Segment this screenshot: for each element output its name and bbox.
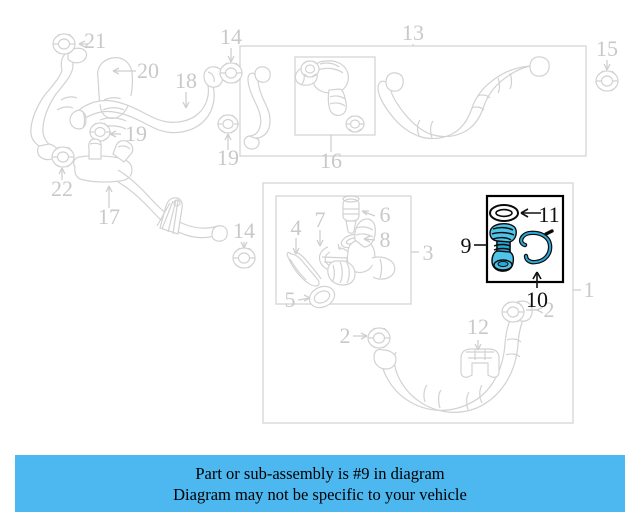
callout-17: 17 [98,204,120,229]
callout-2-left: 2 [340,323,351,348]
hose-clamp-14-top [219,62,243,84]
hose-clamp-21 [52,33,76,55]
highlight-leader-lines [474,208,542,288]
lower-hose-assembly [373,300,533,413]
hose-assembly-20 [30,47,88,161]
callout-1: 1 [584,277,595,302]
hose-clamp-22 [51,146,75,168]
retaining-bracket-12 [460,348,500,378]
leader-lines [58,40,611,351]
callout-13: 13 [402,20,424,45]
group-box-16 [294,56,376,136]
callout-3: 3 [423,240,434,265]
callout-12: 12 [467,314,489,339]
callout-18: 18 [175,68,197,93]
callout-4: 4 [291,215,302,240]
callout-11: 11 [538,202,559,227]
hose-clamp-14-middle [232,247,256,269]
coolant-temperature-sensor-6 [342,195,360,234]
radiator-hose-13 [377,56,550,140]
info-banner: Part or sub-assembly is #9 in diagram Di… [15,455,625,512]
callout-16: 16 [320,148,342,173]
callout-15: 15 [596,36,618,61]
group-box-3 [275,195,412,305]
callout-8: 8 [380,227,391,252]
o-ring-seal-5 [308,285,336,309]
callout-2-right: 2 [544,297,555,322]
retaining-clip-10-art [518,229,554,265]
thermostat-housing-16 [294,60,365,133]
banner-line-2: Diagram may not be specific to your vehi… [173,484,467,504]
short-hose-in-box-13 [243,66,271,150]
hose-clamp-15 [595,70,619,92]
callout-10: 10 [526,287,548,312]
callout-14-middle: 14 [233,218,255,243]
callout-19-left: 19 [125,121,147,146]
callout-20: 20 [137,58,159,83]
banner-line-1: Part or sub-assembly is #9 in diagram [195,463,445,483]
callout-21: 21 [84,28,106,53]
callout-9: 9 [461,233,472,258]
water-outlet-housing-3 [327,218,396,286]
group-box-1 [262,182,574,424]
callout-7: 7 [315,207,326,232]
hose-clamp-2-left [367,327,391,349]
hose-clamp-19-right [217,114,239,134]
callout-5: 5 [285,287,296,312]
callout-6: 6 [380,202,391,227]
callout-14-top: 14 [220,24,242,49]
coolant-pipe-17 [73,138,228,242]
callout-19-right: 19 [217,145,239,170]
o-ring-seal-11-art [489,204,519,222]
coolant-pipe-fitting-9-art [489,223,517,272]
hose-clamp-2-right [501,301,525,323]
callout-22: 22 [51,176,73,201]
hose-assembly-18 [69,66,224,134]
